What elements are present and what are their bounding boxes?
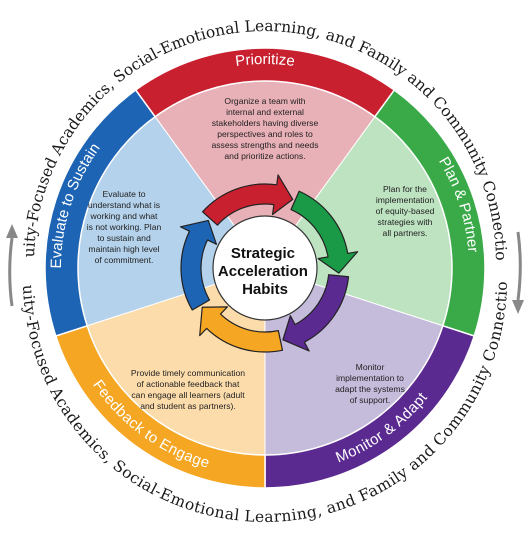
- cycle-arrow-evaluate-sustain: [179, 219, 218, 311]
- description-line: Plan for the: [383, 184, 427, 194]
- cycle-arrow-monitor-adapt: [282, 274, 350, 352]
- description-line: stakeholders having diverse: [212, 118, 319, 128]
- description-line: implementation: [376, 195, 434, 205]
- segment-evaluate-sustain-band: [44, 88, 157, 337]
- center-circle: [212, 215, 318, 321]
- description-line: of equity-based: [376, 206, 435, 216]
- description-line: assess strengths and needs: [211, 140, 318, 150]
- description-line: implementation to: [336, 373, 404, 383]
- outer-arrow-right-head: [512, 300, 524, 314]
- cycle-arrow-prioritize: [201, 174, 294, 226]
- outer-arrow-left: [8, 237, 14, 307]
- outer-arrows: [6, 224, 524, 314]
- description-line: is not working. Plan: [87, 222, 162, 232]
- svg-text:Strategic Acceleration: Strategic Acceleration Habits: [218, 245, 312, 298]
- description-line: strategies with: [378, 217, 433, 227]
- cycle-arrow-feedback-engage: [199, 306, 284, 353]
- outer-arrow-left-head: [6, 224, 18, 238]
- description-line: Provide timely communication: [131, 368, 245, 378]
- center-title-line1: Strategic: [231, 245, 295, 262]
- segment-prioritize-title: Prioritize: [234, 51, 295, 70]
- cycle-arrows: [179, 174, 359, 353]
- description-line: internal and external: [226, 107, 304, 117]
- description-line: can engage all learners (adult: [131, 390, 245, 400]
- description-line: of support.: [350, 395, 391, 405]
- cycle-arrow-plan-partner: [290, 190, 359, 274]
- description-line: perspectives and roles to: [217, 129, 313, 139]
- description-line: and prioritize actions.: [224, 151, 305, 161]
- description-line: Organize a team with: [224, 96, 305, 106]
- description-line: understand what is: [88, 200, 160, 210]
- description-line: of actionable feedback that: [137, 379, 240, 389]
- description-line: and student as partners).: [140, 401, 236, 411]
- segments-group: [44, 47, 486, 489]
- description-line: Evaluate to: [103, 189, 146, 199]
- description-line: all partners.: [383, 228, 428, 238]
- description-line: to sustain and: [97, 233, 151, 243]
- outer-arrow-right: [516, 231, 522, 301]
- description-line: adapt the systems: [335, 384, 405, 394]
- description-line: of commitment.: [95, 255, 154, 265]
- description-line: maintain high level: [88, 244, 159, 254]
- description-line: Monitor: [356, 362, 385, 372]
- center-title-line2: Acceleration: [218, 263, 308, 280]
- description-line: working and what: [90, 211, 158, 221]
- segment-prioritize-title-path: Prioritize: [234, 51, 295, 70]
- center-title-line3: Habits: [242, 281, 288, 298]
